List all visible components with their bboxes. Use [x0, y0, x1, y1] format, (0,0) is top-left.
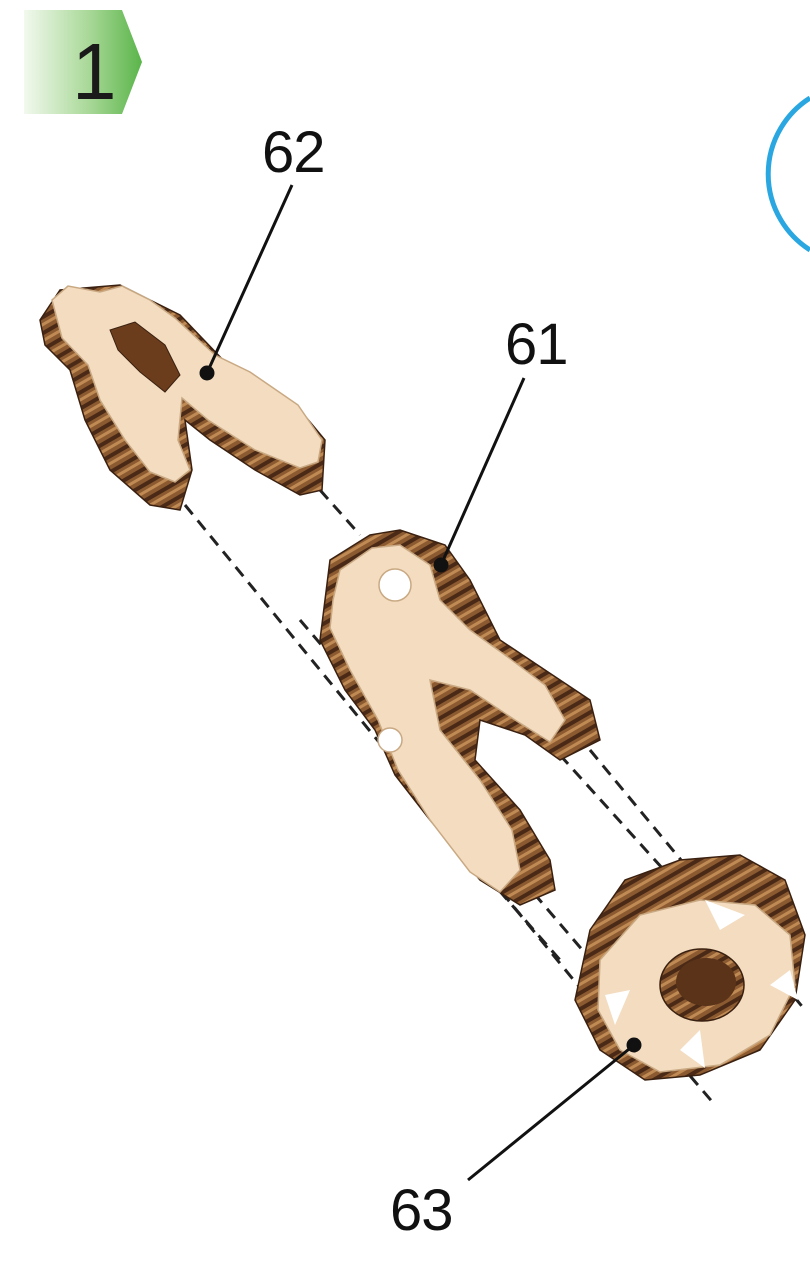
leader-dot-61: [435, 559, 447, 571]
alignment-line: [320, 490, 360, 535]
step-number: 1: [72, 24, 117, 120]
leader-dot-63: [628, 1039, 640, 1051]
part-63: [575, 855, 805, 1080]
leader-line-61: [441, 378, 524, 565]
detail-circle-arc: [768, 98, 810, 250]
leader-line-62: [207, 185, 292, 373]
part-62: [40, 285, 325, 510]
callout-label-62: 62: [262, 124, 325, 182]
part-61: [320, 530, 600, 905]
callout-label-61: 61: [505, 316, 568, 374]
callout-label-63: 63: [390, 1182, 453, 1240]
leader-line-63: [468, 1045, 634, 1180]
leader-dot-62: [201, 367, 213, 379]
step-badge: 1: [24, 10, 144, 114]
